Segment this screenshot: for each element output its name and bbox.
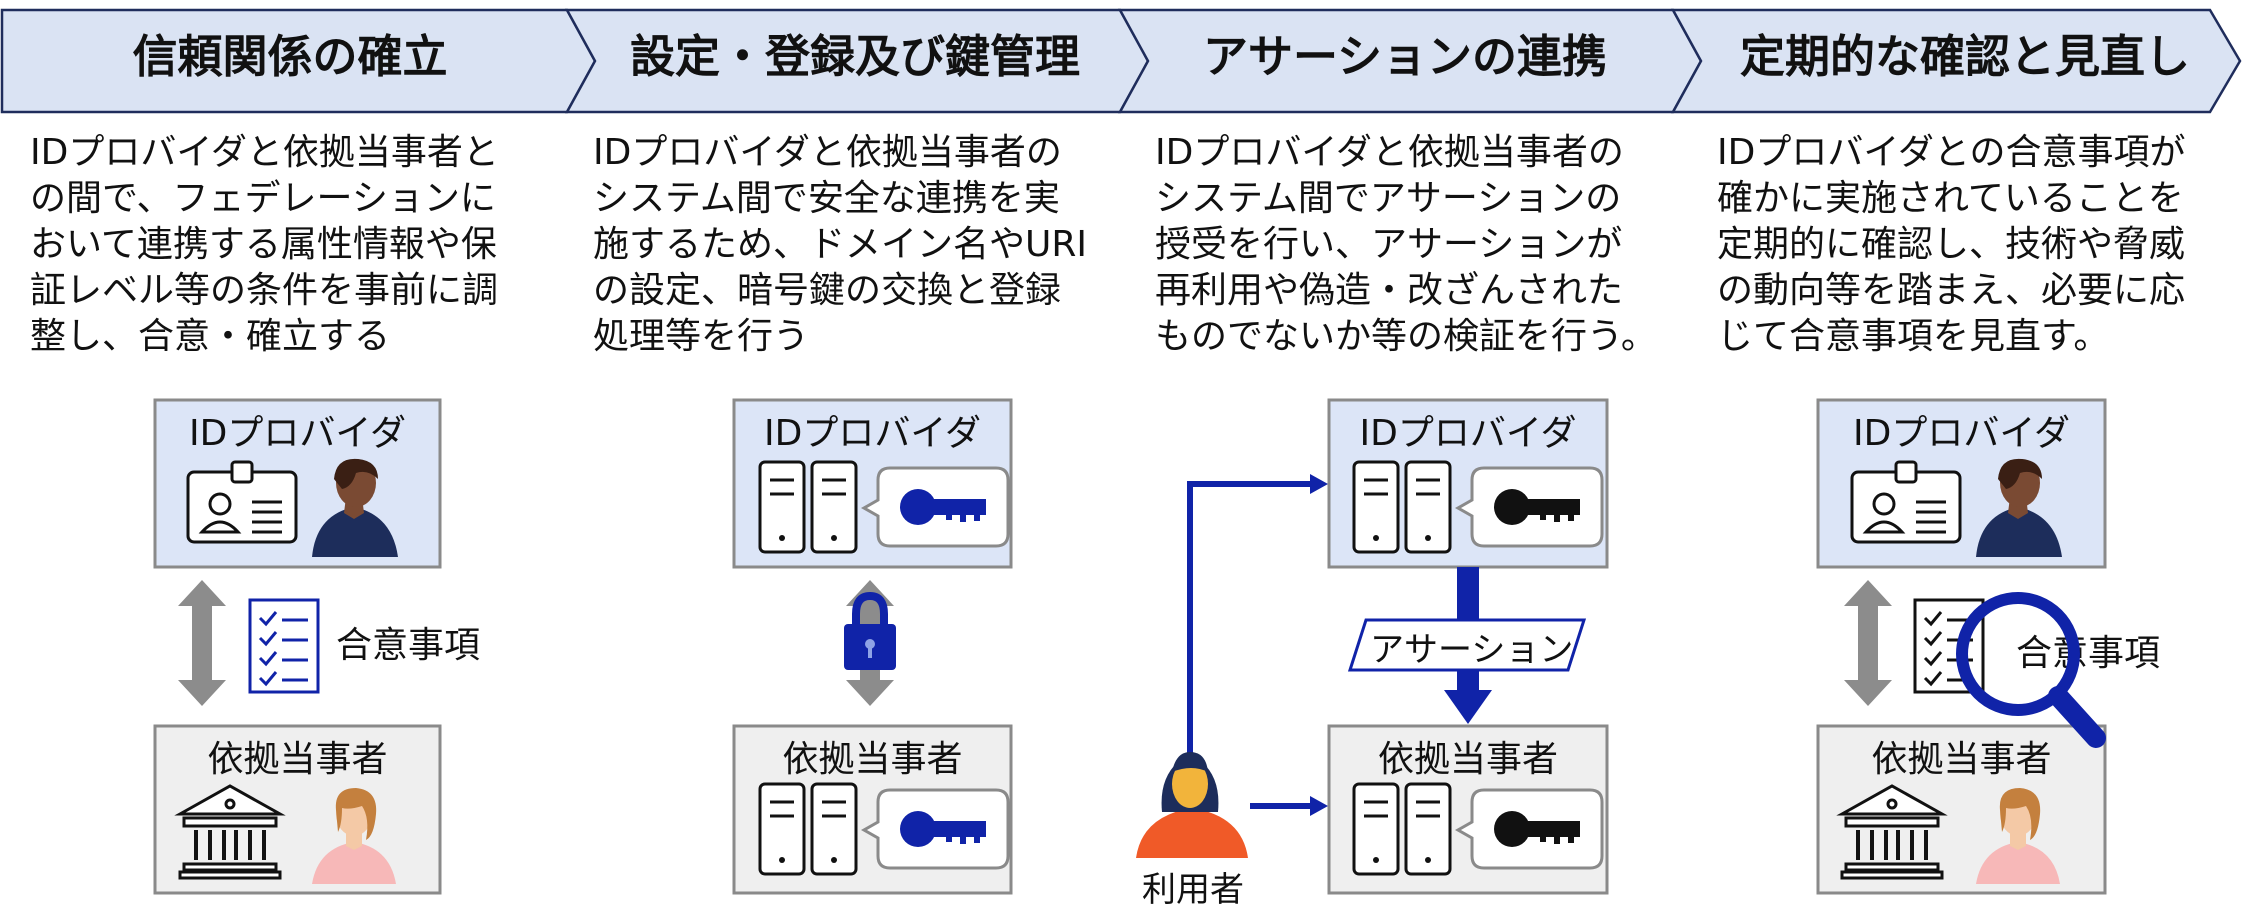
col1-idp-label: IDプロバイダ (189, 413, 406, 454)
step-3-title: アサーションの連携 (1202, 30, 1608, 83)
step-2-title: 設定・登録及び鍵管理 (629, 30, 1080, 83)
header-step-4 (1670, 8, 2242, 114)
user-to-rp-arrow (1250, 796, 1328, 816)
col1-rp-label: 依拠当事者 (207, 739, 388, 780)
col1-rp-box (153, 724, 442, 895)
user-person-icon (1136, 752, 1248, 858)
step-2-description: IDプロバイダと依拠当事者の システム間で安全な連携を実 施するため、ドメイン名… (593, 132, 1087, 357)
user-to-idp-arrow (1187, 474, 1328, 760)
header-process-bar (0, 8, 2242, 114)
col2-rp-label: 依拠当事者 (782, 739, 963, 780)
col4-idp-label: IDプロバイダ (1853, 413, 2070, 454)
step-1-description: IDプロバイダと依拠当事者と の間で、フェデレーションに おいて連携する属性情報… (30, 132, 499, 357)
col2-idp-label: IDプロバイダ (764, 413, 981, 454)
lock-icon (844, 591, 896, 670)
step-4-title: 定期的な確認と見直し (1739, 30, 2190, 83)
col3-rp-label: 依拠当事者 (1377, 739, 1558, 780)
col4-double-arrow (1844, 580, 1892, 706)
step-1-title: 信頼関係の確立 (132, 30, 448, 83)
col1-idp-box (153, 398, 442, 569)
col4-agreement-label: 合意事項 (2016, 633, 2161, 674)
assertion-label: アサーション (1370, 630, 1574, 670)
col1-double-arrow (178, 580, 226, 706)
step-4-description: IDプロバイダとの合意事項が 確かに実施されていることを 定期的に確認し、技術や… (1717, 132, 2186, 357)
col4-idp-box (1816, 398, 2107, 569)
col4-rp-box (1816, 724, 2107, 895)
col3-rp-box (1327, 724, 1609, 895)
col1-agreement-label: 合意事項 (336, 625, 481, 666)
col2-idp-box (732, 398, 1013, 569)
col2-rp-box (732, 724, 1013, 895)
col4-rp-label: 依拠当事者 (1871, 739, 2052, 780)
assertion-label-box (1347, 618, 1587, 672)
step-3-description: IDプロバイダと依拠当事者の システム間でアサーションの 授受を行い、アサーショ… (1155, 132, 1657, 357)
col3-idp-label: IDプロバイダ (1359, 413, 1577, 454)
